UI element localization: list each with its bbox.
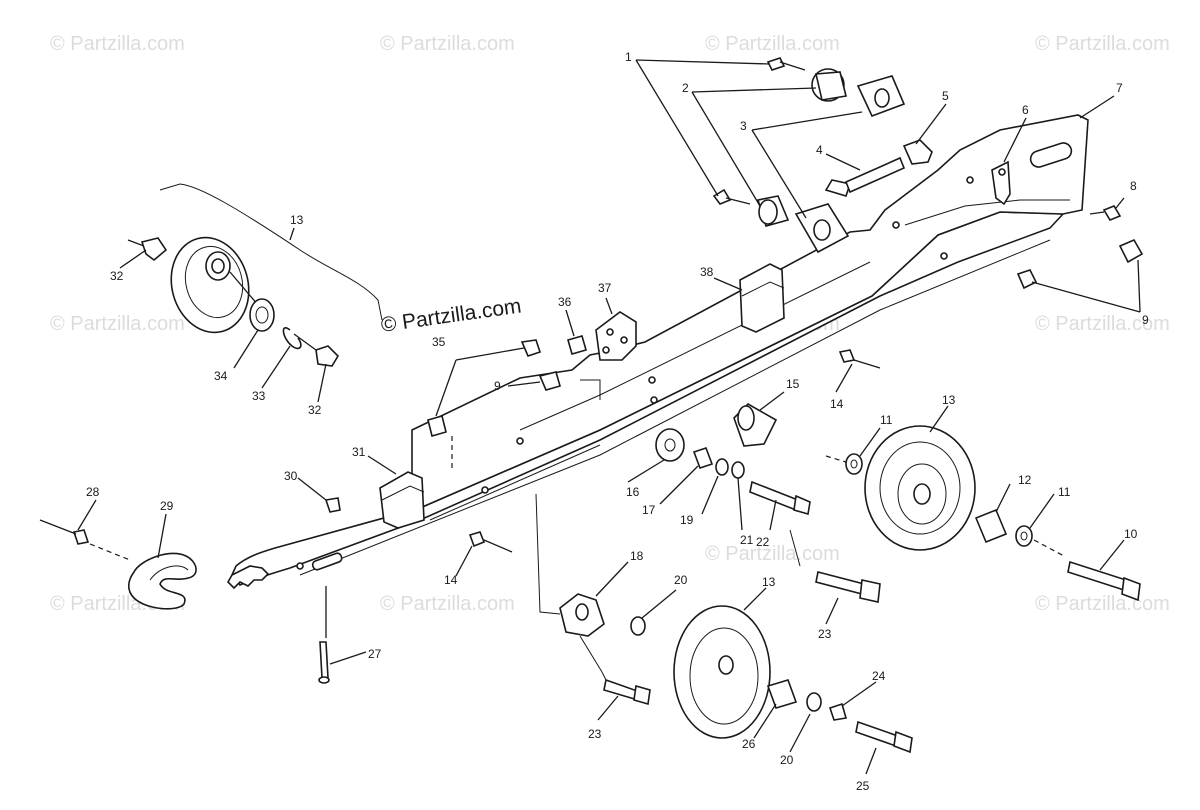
callout-35: 35 bbox=[432, 335, 446, 349]
watermark: © Partzilla.com bbox=[380, 593, 515, 615]
brand-caption: © Partzilla.com bbox=[379, 294, 522, 336]
callout-28: 28 bbox=[86, 485, 100, 499]
callout-9: 9 bbox=[494, 379, 501, 393]
callout-38: 38 bbox=[700, 265, 714, 279]
callout-36: 36 bbox=[558, 295, 572, 309]
callout-16: 16 bbox=[626, 485, 640, 499]
callout-6: 6 bbox=[1022, 103, 1029, 117]
callout-19: 19 bbox=[680, 513, 694, 527]
callout-13: 13 bbox=[762, 575, 776, 589]
callout-24: 24 bbox=[872, 669, 886, 683]
callout-31: 31 bbox=[352, 445, 366, 459]
group-bracket bbox=[159, 183, 383, 321]
callout-25: 25 bbox=[856, 779, 870, 793]
callout-11: 11 bbox=[880, 413, 893, 427]
upper-mount-hardware bbox=[712, 57, 1144, 290]
watermark: © Partzilla.com bbox=[1035, 33, 1170, 55]
callout-3: 3 bbox=[740, 119, 747, 133]
callout-17: 17 bbox=[642, 503, 656, 517]
callout-7: 7 bbox=[1116, 81, 1123, 95]
callout-32: 32 bbox=[308, 403, 322, 417]
callout-2: 2 bbox=[682, 81, 689, 95]
callout-26: 26 bbox=[742, 737, 756, 751]
watermark: © Partzilla.com bbox=[705, 543, 840, 565]
callout-29: 29 bbox=[160, 499, 174, 513]
callout-8: 8 bbox=[1130, 179, 1137, 193]
watermark: © Partzilla.com bbox=[705, 33, 840, 55]
callout-37: 37 bbox=[598, 281, 612, 295]
watermark: © Partzilla.com bbox=[380, 33, 515, 55]
callout-14: 14 bbox=[830, 397, 844, 411]
callout-27: 27 bbox=[368, 647, 382, 661]
callout-23: 23 bbox=[818, 627, 832, 641]
callout-labels: 1 2 3 4 5 6 7 8 9 13 32 34 33 32 36 37 3… bbox=[86, 50, 1149, 793]
watermark: © Partzilla.com bbox=[1035, 593, 1170, 615]
callout-18: 18 bbox=[630, 549, 644, 563]
callout-9: 9 bbox=[1142, 313, 1149, 327]
callout-30: 30 bbox=[284, 469, 298, 483]
callout-12: 12 bbox=[1018, 473, 1032, 487]
callout-11: 11 bbox=[1058, 485, 1071, 499]
callout-33: 33 bbox=[252, 389, 266, 403]
callout-1: 1 bbox=[625, 50, 632, 64]
callout-10: 10 bbox=[1124, 527, 1138, 541]
callout-13: 13 bbox=[290, 213, 304, 227]
callout-34: 34 bbox=[214, 369, 228, 383]
idler-wheel-front bbox=[559, 571, 913, 754]
idler-wheel-right bbox=[825, 425, 1141, 602]
center-hardware bbox=[655, 428, 811, 516]
callout-20: 20 bbox=[674, 573, 688, 587]
callout-13: 13 bbox=[942, 393, 956, 407]
callout-20: 20 bbox=[780, 753, 794, 767]
mid-mount-hardware bbox=[379, 263, 785, 529]
callout-22: 22 bbox=[756, 535, 770, 549]
watermark: © Partzilla.com bbox=[1035, 313, 1170, 335]
watermark: © Partzilla.com bbox=[50, 313, 185, 335]
idler-wheel-rear bbox=[127, 236, 340, 367]
callout-4: 4 bbox=[816, 143, 823, 157]
callout-15: 15 bbox=[786, 377, 800, 391]
front-hardware bbox=[39, 349, 881, 684]
callout-21: 21 bbox=[740, 533, 754, 547]
watermark: © Partzilla.com bbox=[50, 33, 185, 55]
callout-14: 14 bbox=[444, 573, 458, 587]
callout-5: 5 bbox=[942, 89, 949, 103]
leader-lines bbox=[77, 59, 1141, 775]
callout-32: 32 bbox=[110, 269, 124, 283]
callout-23: 23 bbox=[588, 727, 602, 741]
